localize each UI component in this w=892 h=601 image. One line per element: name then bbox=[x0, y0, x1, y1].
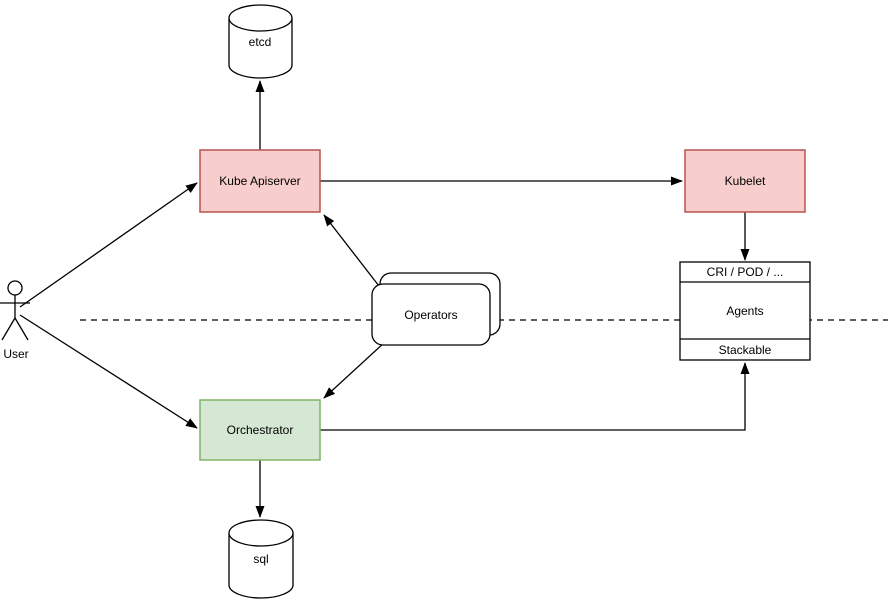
user-actor-leg-right bbox=[14, 317, 29, 341]
edge-operators-to-kube-apiserver bbox=[323, 214, 380, 287]
edge-user-to-orchestrator bbox=[19, 314, 198, 429]
user-actor bbox=[0, 280, 30, 341]
etcd-cylinder-top bbox=[228, 4, 293, 32]
kube-apiserver-box bbox=[199, 149, 321, 213]
agents-header-label: CRI / POD / ... bbox=[707, 265, 784, 279]
kube-apiserver-node: Kube Apiserver bbox=[199, 149, 321, 213]
agents-footer-label: Stackable bbox=[719, 343, 772, 357]
orchestrator-node: Orchestrator bbox=[199, 399, 321, 461]
etcd-database: etcd bbox=[228, 4, 293, 79]
etcd-label: etcd bbox=[249, 35, 272, 49]
kubelet-node: Kubelet bbox=[684, 149, 806, 213]
orchestrator-box bbox=[199, 399, 321, 461]
agents-node: CRI / POD / ... Agents Stackable bbox=[679, 261, 811, 361]
agents-box bbox=[679, 261, 811, 361]
kubelet-box bbox=[684, 149, 806, 213]
edge-orchestrator-to-stackable bbox=[320, 362, 750, 431]
kube-apiserver-label: Kube Apiserver bbox=[219, 174, 300, 188]
operators-front-card bbox=[371, 283, 491, 346]
etcd-cylinder-body bbox=[228, 18, 293, 79]
sql-cylinder-top bbox=[228, 519, 294, 547]
edge-operators-to-orchestrator bbox=[323, 341, 386, 399]
operators-node: Operators bbox=[371, 272, 501, 346]
sql-cylinder-body bbox=[228, 533, 294, 599]
agents-label: Agents bbox=[726, 304, 763, 318]
user-actor-leg-left bbox=[1, 317, 16, 341]
orchestrator-label: Orchestrator bbox=[227, 423, 294, 437]
sql-label: sql bbox=[253, 552, 268, 566]
user-actor-head bbox=[7, 280, 23, 296]
edge-user-to-kube-apiserver bbox=[19, 182, 198, 308]
operators-label: Operators bbox=[404, 308, 457, 322]
sql-database: sql bbox=[228, 519, 294, 599]
kubelet-label: Kubelet bbox=[725, 174, 766, 188]
user-label: User bbox=[3, 347, 28, 361]
